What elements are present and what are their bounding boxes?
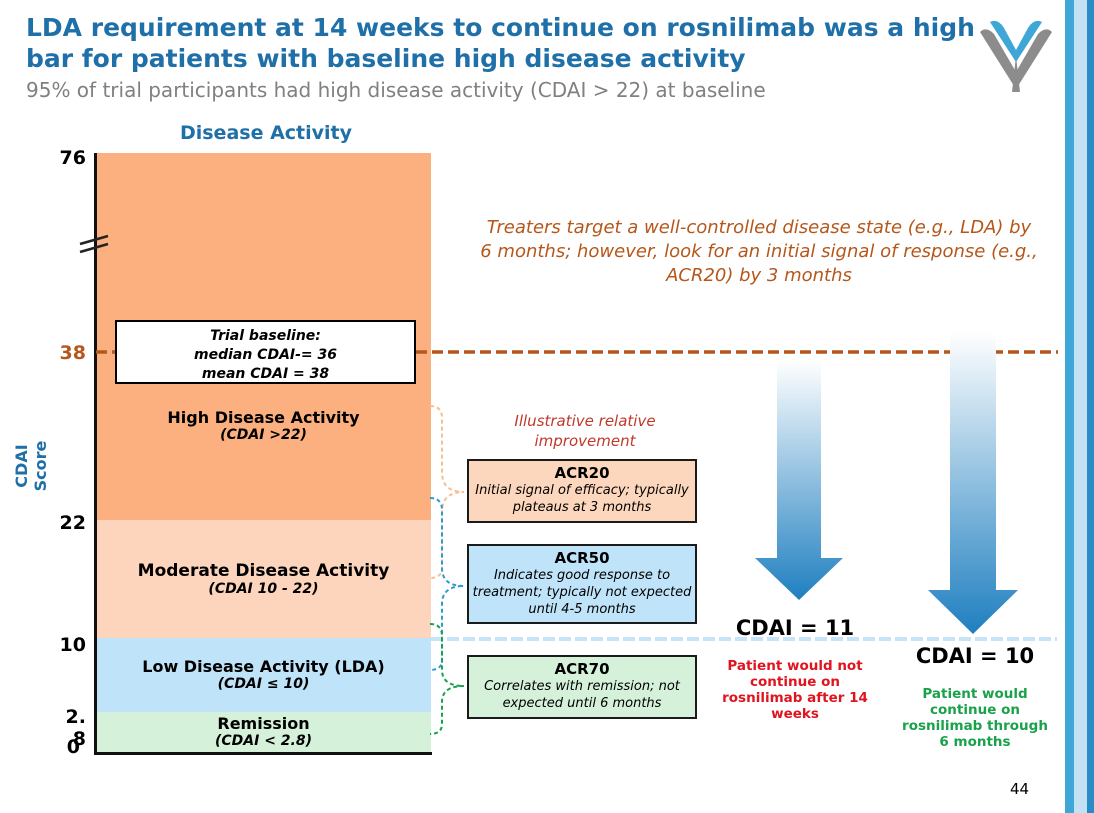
zone-low-name: Low Disease Activity (LDA) [142, 657, 385, 676]
axis-break-icon [79, 234, 109, 254]
page-number: 44 [1010, 780, 1030, 798]
company-logo-icon [980, 20, 1052, 92]
baseline-line1: Trial baseline: [210, 328, 321, 344]
axis-line [94, 153, 97, 755]
tick-38: 38 [59, 342, 86, 364]
illustrative-note: Illustrative relative improvement [514, 412, 656, 450]
acr20-desc: Initial signal of efficacy; typically pl… [475, 483, 689, 515]
zone-high-name: High Disease Activity [167, 408, 360, 427]
zone-moderate-range: (CDAI 10 - 22) [208, 581, 319, 597]
zone-low-label: Low Disease Activity (LDA) (CDAI ≤ 10) [96, 657, 431, 692]
zone-moderate-name: Moderate Disease Activity [137, 561, 390, 581]
baseline-line2: median CDAI-= 36 [193, 347, 338, 363]
tick-2-8: 2. 8 [65, 706, 86, 750]
zone-moderate [96, 520, 431, 638]
acr70-box: ACR70 Correlates with remission; not exp… [467, 655, 697, 719]
right-accent-bar-light [1074, 0, 1087, 813]
patient2-note: Patient would continue on rosnilimab thr… [902, 686, 1048, 750]
acr-braces [429, 405, 465, 735]
zone-high-range: (CDAI >22) [220, 427, 307, 443]
acr50-desc: Indicates good response to treatment; ty… [472, 568, 692, 617]
column-title: Disease Activity [179, 122, 353, 144]
acr70-desc: Correlates with remission; not expected … [484, 679, 680, 711]
patient2-score: CDAI = 10 [915, 644, 1035, 668]
axis-baseline [94, 752, 432, 755]
tick-22: 22 [59, 512, 86, 534]
axis-label: CDAI Score [12, 440, 50, 492]
zone-moderate-label: Moderate Disease Activity (CDAI 10 - 22) [96, 561, 431, 597]
right-accent-bar-dark [1087, 0, 1094, 813]
zone-high-label: High Disease Activity (CDAI >22) [96, 408, 431, 443]
down-arrow-icon [755, 360, 843, 600]
acr50-box: ACR50 Indicates good response to treatme… [467, 544, 697, 624]
patient1-score: CDAI = 11 [735, 616, 855, 640]
right-accent-bar [1065, 0, 1074, 813]
baseline-line3: mean CDAI = 38 [201, 366, 330, 382]
acr20-title: ACR20 [554, 464, 610, 482]
slide-title: LDA requirement at 14 weeks to continue … [26, 13, 975, 73]
slide-subtitle: 95% of trial participants had high disea… [26, 78, 766, 102]
lda-threshold-line [431, 637, 1057, 641]
zone-remission-label: Remission (CDAI < 2.8) [96, 714, 431, 749]
tick-76: 76 [59, 147, 86, 169]
zone-remission-name: Remission [217, 714, 310, 733]
trial-baseline-box: Trial baseline: median CDAI-= 36 mean CD… [115, 320, 416, 384]
down-arrow-icon [928, 332, 1018, 634]
zone-remission [96, 712, 431, 754]
zone-low-range: (CDAI ≤ 10) [217, 676, 310, 692]
acr20-box: ACR20 Initial signal of efficacy; typica… [467, 459, 697, 523]
tick-10: 10 [59, 634, 86, 656]
zone-remission-range: (CDAI < 2.8) [214, 733, 312, 749]
zone-low [96, 638, 431, 712]
treaters-note: Treaters target a well-controlled diseas… [480, 217, 1038, 286]
tick-0: 0 [66, 736, 80, 758]
patient1-note: Patient would not continue on rosnilimab… [722, 658, 868, 722]
acr70-title: ACR70 [554, 660, 610, 678]
acr50-title: ACR50 [554, 549, 610, 567]
